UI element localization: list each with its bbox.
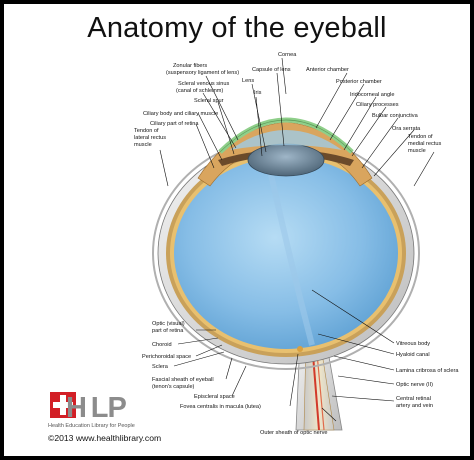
label-tendon-medial-1: Tendon of (408, 134, 433, 140)
label-ora-serrata: Ora serrata (392, 126, 421, 132)
label-anterior-chamber: Anterior chamber (306, 67, 349, 73)
label-ciliary-body-muscle: Ciliary body and ciliary muscle (143, 111, 218, 117)
label-scleral-venous-sinus: Scleral venous sinus (178, 81, 230, 87)
label-optic-nerve: Optic nerve (II) (396, 382, 433, 388)
leader-lines (159, 57, 435, 422)
label-capsule-of-lens: Capsule of lens (252, 67, 291, 73)
page-title: Anatomy of the eyeball (87, 12, 387, 44)
label-ciliary-part-retina: Ciliary part of retina (150, 121, 199, 127)
label-cornea: Cornea (278, 52, 297, 58)
logo-tagline: Health Education Library for People (48, 423, 135, 429)
label-outer-sheath: Outer sheath of optic nerve (260, 430, 327, 436)
label-tendon-lateral-2: lateral rectus (134, 135, 166, 141)
label-zonular-fibers-sub: (suspensory ligament of lens) (166, 70, 239, 76)
label-tendon-medial-2: medial rectus (408, 141, 441, 147)
label-tendon-lateral-3: muscle (134, 142, 152, 148)
label-ciliary-processes: Ciliary processes (356, 102, 399, 108)
label-posterior-chamber: Posterior chamber (336, 79, 382, 85)
label-scleral-venous-sinus-sub: (canal of schlemm) (176, 88, 223, 94)
vitreous-body (174, 157, 398, 349)
label-fovea-centralis: Fovea centralis in macula (lutea) (180, 404, 261, 410)
label-sclera: Sclera (152, 364, 169, 370)
label-fascial-sheath-2: (tenon's capsule) (152, 384, 195, 390)
label-tendon-medial-3: muscle (408, 148, 426, 154)
label-vitreous-body: Vitreous body (396, 341, 430, 347)
label-optic-part-retina-1: Optic (visual) (152, 321, 185, 327)
label-iris: Iris (254, 90, 262, 96)
logo-cross-icon (50, 392, 76, 418)
copyright-text: ©2013 www.healthlibrary.com (48, 433, 162, 443)
label-lens: Lens (242, 78, 254, 84)
label-optic-part-retina-2: part of retina (152, 328, 184, 334)
label-lamina-cribrosa: Lamina cribrosa of sclera (396, 368, 459, 374)
label-episcleral-space: Episcleral space (194, 394, 235, 400)
lens (247, 143, 325, 177)
label-zonular-fibers: Zonular fibers (173, 63, 207, 69)
label-bulbar-conjunctiva: Bulbar conjunctiva (372, 113, 419, 119)
hyaloid-canal (267, 169, 315, 346)
label-perichoroidal-space: Perichoroidal space (142, 354, 191, 360)
label-fascial-sheath-1: Fascial sheath of eyeball (152, 377, 214, 383)
label-choroid: Choroid (152, 342, 172, 348)
label-central-retinal-2: artery and vein (396, 403, 433, 409)
label-iridocorneal-angle: Iridocorneal angle (350, 92, 394, 98)
logo-text: H LP (66, 392, 127, 424)
cornea-edge (219, 119, 353, 153)
label-scleral-spur: Scleral spur (194, 98, 224, 104)
anterior-chamber (230, 130, 342, 150)
label-central-retinal-1: Central retinal (396, 396, 431, 402)
label-hyaloid-canal: Hyaloid canal (396, 352, 430, 358)
label-tendon-lateral-1: Tendon of (134, 128, 159, 134)
fovea (297, 346, 303, 352)
